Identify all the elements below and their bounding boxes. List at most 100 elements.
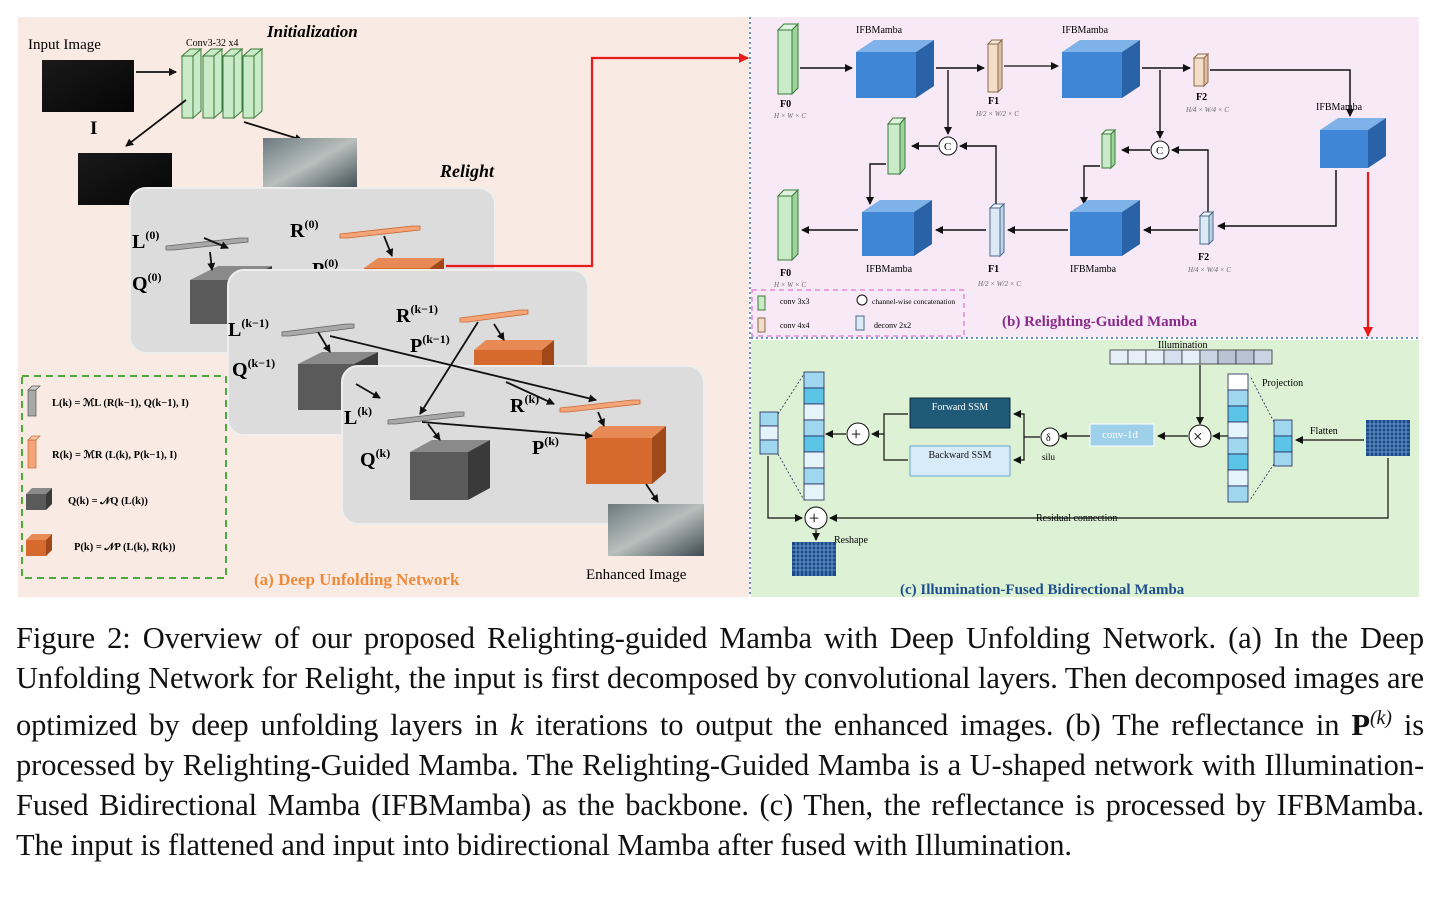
pk-sup: (k) xyxy=(544,434,559,448)
lk-label: L xyxy=(344,407,357,429)
svg-text:Q(k−1): Q(k−1) xyxy=(232,356,275,381)
qk-cube xyxy=(410,440,490,500)
qk1-sup: (k−1) xyxy=(248,356,276,370)
pk1-label: P xyxy=(410,335,422,357)
rk1-sup: (k−1) xyxy=(410,302,438,316)
legend-q-text: Q(k) = 𝒩Q (L(k)) xyxy=(68,496,148,507)
l0-sup: (0) xyxy=(145,228,159,242)
silu-label: silu xyxy=(1042,452,1056,462)
f0-bot-label: F0 xyxy=(780,268,791,279)
legend-deconv-icon xyxy=(855,315,865,331)
caption-label: Figure 2: xyxy=(16,621,131,655)
ifb-bot1-cube xyxy=(862,200,932,256)
figure-diagram: Initialization Input Image I Conv3-32 x4… xyxy=(18,17,1419,598)
illumination-vector xyxy=(1109,349,1273,365)
legend-conv4-text: conv 4x4 xyxy=(780,321,810,330)
pk-label: P xyxy=(532,437,544,459)
svg-text:Forward SSM: Forward SSM xyxy=(932,402,989,413)
ifb-bot2-label: IFBMamba xyxy=(1070,264,1117,275)
figure-caption: Figure 2: Overview of our proposed Relig… xyxy=(16,618,1424,865)
sum-node-2 xyxy=(804,506,828,530)
concat-node-1-symbol: C xyxy=(944,141,951,153)
svg-text:Q(k): Q(k) xyxy=(360,446,390,471)
ifb-bot1-label: IFBMamba xyxy=(866,264,913,275)
pk1-sup: (k−1) xyxy=(422,332,450,346)
f0-top-block xyxy=(776,22,800,96)
f2-top-block xyxy=(1192,52,1210,88)
concat-conv-block-1 xyxy=(886,116,907,176)
legend-conv4-icon xyxy=(757,317,766,333)
f2-bot-block xyxy=(1198,210,1215,246)
f1-bot-label: F1 xyxy=(988,264,999,275)
legend-p-icon xyxy=(26,534,52,556)
input-image-label: Input Image xyxy=(28,37,101,53)
decomposed-reflectance-image xyxy=(263,138,357,190)
conv-label: Conv3-32 x4 xyxy=(186,38,239,49)
legend-l-text: L(k) = ℳL (R(k−1), Q(k−1), I) xyxy=(52,397,189,409)
red-arrow-p0-to-b xyxy=(446,53,749,268)
svg-text:L(k): L(k) xyxy=(344,404,372,429)
forward-ssm-block xyxy=(909,397,1011,429)
panel-a-legend xyxy=(21,375,227,579)
rk-bar xyxy=(559,399,641,413)
q0-label: Q xyxy=(132,273,148,295)
relight-label: Relight xyxy=(439,161,495,181)
panel-a-title: (a) Deep Unfolding Network xyxy=(254,570,460,589)
qk-sup: (k) xyxy=(376,446,391,460)
initialization-label: Initialization xyxy=(266,22,358,41)
f2-bot-dim: H/4 × W/4 × C xyxy=(1187,266,1231,274)
legend-q-icon xyxy=(26,488,52,510)
backward-ssm-label: Backward SSM xyxy=(928,450,991,461)
f0-top-dim: H × W × C xyxy=(773,112,806,120)
legend-r-text: R(k) = ℳR (L(k), P(k−1), I) xyxy=(52,449,177,461)
legend-l-icon xyxy=(27,385,41,417)
conv-stack xyxy=(180,47,264,120)
input-image xyxy=(42,60,134,112)
panel-c-title: (c) Illumination-Fused Bidirectional Mam… xyxy=(900,582,1185,598)
qk-label: Q xyxy=(360,449,376,471)
reshape-label: Reshape xyxy=(834,535,868,546)
l0-bar xyxy=(165,237,249,251)
sum-node-2-symbol: + xyxy=(809,508,819,528)
f0-top-label: F0 xyxy=(780,99,791,110)
ifb-right-cube xyxy=(1320,118,1386,168)
svg-text:P(k−1): P(k−1) xyxy=(410,332,450,357)
legend-concat-text: channel-wise concatenation xyxy=(872,297,955,306)
lk1-sup: (k−1) xyxy=(241,316,269,330)
caption-part-3: is processed by Relighting-Guided Mamba.… xyxy=(16,708,1425,863)
svg-text:Q(0): Q(0) xyxy=(132,270,162,295)
caption-p: P xyxy=(1351,708,1370,743)
input-grid xyxy=(1366,420,1410,456)
ifb-top1-label: IFBMamba xyxy=(856,25,903,36)
sum-node-1 xyxy=(846,422,870,446)
f2-top-dim: H/4 × W/4 × C xyxy=(1185,106,1229,114)
backward-ssm-block xyxy=(909,445,1011,477)
p0-sup: (0) xyxy=(324,256,338,270)
svg-text:P(k): P(k) xyxy=(532,434,559,459)
qk1-label: Q xyxy=(232,359,248,381)
residual-label: Residual connection xyxy=(1036,513,1117,524)
r0-label: R xyxy=(290,220,305,242)
ifb-right-label: IFBMamba xyxy=(1316,102,1363,113)
svg-text:R(k−1): R(k−1) xyxy=(396,302,438,327)
legend-conv3-icon xyxy=(757,295,766,311)
f2-bot-label: F2 xyxy=(1198,252,1209,263)
concat-node-2-symbol: C xyxy=(1156,145,1163,157)
svg-text:R(0): R(0) xyxy=(290,217,318,242)
svg-text:L(0): L(0) xyxy=(132,228,159,253)
reduced-vector xyxy=(759,411,779,455)
q0-sup: (0) xyxy=(148,270,162,284)
silu-node xyxy=(1040,427,1060,447)
output-vector xyxy=(803,371,825,501)
flatten-label: Flatten xyxy=(1310,426,1338,437)
lk-sup: (k) xyxy=(357,404,372,418)
ifb-bot2-cube xyxy=(1070,200,1140,256)
illumination-label: Illumination xyxy=(1158,340,1207,351)
panel-a-deep-unfolding: Initialization Input Image I Conv3-32 x4… xyxy=(18,17,749,597)
panel-b-legend xyxy=(751,289,965,337)
ifb-top2-label: IFBMamba xyxy=(1062,25,1109,36)
output-grid xyxy=(792,542,836,576)
legend-deconv-text: deconv 2x2 xyxy=(874,321,911,330)
f0-bot-dim: H × W × C xyxy=(773,281,806,289)
f1-top-block xyxy=(986,38,1004,94)
